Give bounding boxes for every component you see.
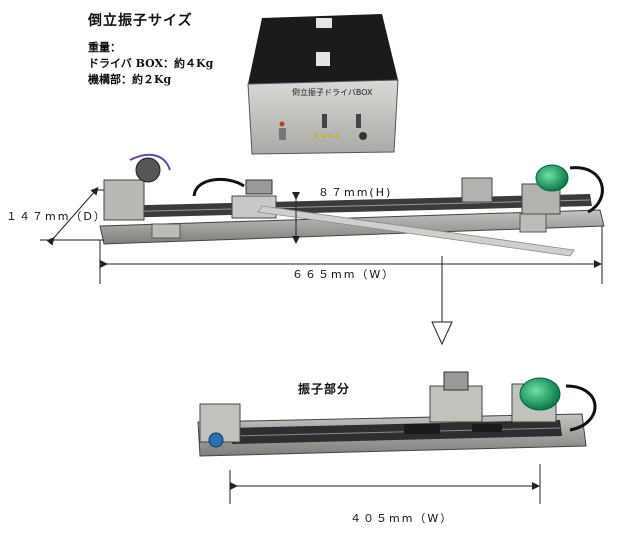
left-motor-block	[103, 179, 145, 221]
base-plate	[99, 209, 605, 245]
encoder-wheel-icon	[535, 164, 569, 192]
weight-specs: 重量： ドライバ BOX：約４Kg 機構部：約２Kg	[88, 40, 213, 88]
pendulum-dimension-lines	[229, 464, 541, 504]
box-top-handle	[316, 18, 332, 28]
left-motor-icon	[135, 157, 161, 183]
power-switch	[279, 128, 286, 140]
pendulum-section-apparatus	[197, 371, 597, 457]
down-arrow-icon	[431, 256, 453, 346]
pendulum-rod	[257, 205, 575, 257]
cable	[192, 177, 245, 197]
toggle-switch-left	[322, 114, 327, 128]
driver-box-front-label: 倒立振子ドライバBOX	[292, 87, 373, 97]
blue-component-icon	[208, 432, 224, 448]
toggle-switch-right	[356, 114, 361, 128]
box-top-label	[316, 52, 330, 66]
weight-mechanism: 機構部：約２Kg	[88, 73, 172, 86]
pendulum-encoder-wheel-icon	[519, 377, 561, 411]
pendulum-cart	[429, 385, 483, 423]
dimension-lines	[40, 186, 603, 284]
driver-box: 倒立振子ドライバBOX	[247, 14, 399, 155]
page-title: 倒立振子サイズ	[88, 13, 193, 29]
weight-heading: 重量：	[88, 41, 121, 54]
pendulum-width-dimension-label: ４０５mm（W）	[350, 512, 454, 525]
depth-dimension-line	[46, 186, 99, 246]
connector-port	[359, 132, 367, 140]
power-led	[279, 121, 285, 127]
height-dimension-label: ８７mm(H)	[318, 186, 393, 199]
weight-driver-box: ドライバ BOX：約４Kg	[88, 57, 214, 70]
main-apparatus	[99, 153, 605, 257]
pendulum-section-label: 振子部分	[298, 382, 351, 396]
width-dimension-label: ６６５mm（W）	[292, 268, 396, 281]
